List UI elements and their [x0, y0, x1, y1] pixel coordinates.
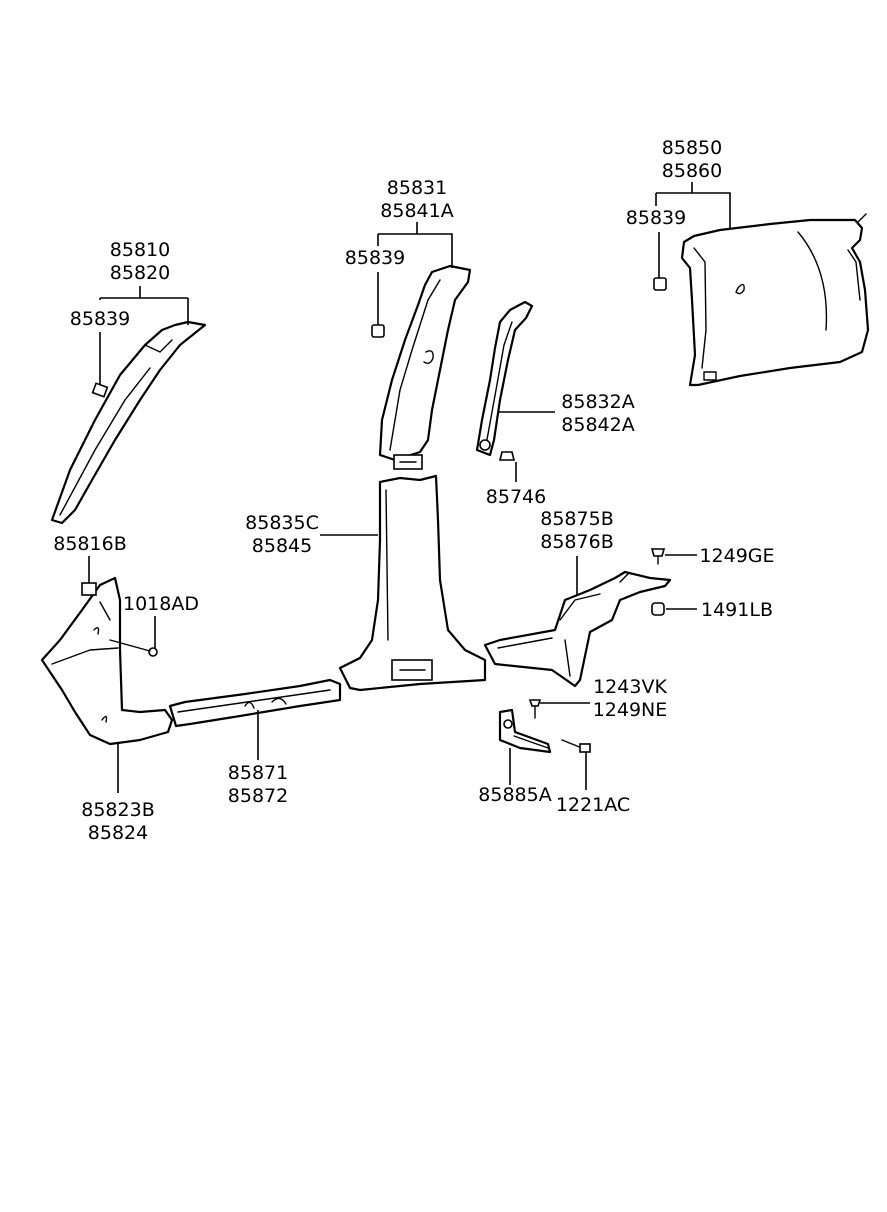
rear-lower-trim — [483, 570, 672, 688]
label-85823b: 85823B — [81, 799, 154, 821]
label-85876b: 85876B — [540, 531, 613, 553]
label-85885a: 85885A — [478, 784, 551, 806]
b-pillar-clip — [371, 324, 385, 338]
quarter-clip — [653, 277, 667, 291]
label-1249ge: 1249GE — [699, 545, 774, 567]
label-1243vk: 1243VK — [593, 676, 667, 698]
b-pillar-upper-trim — [378, 264, 472, 470]
label-85875b: 85875B — [540, 508, 613, 530]
label-85746: 85746 — [486, 486, 546, 508]
label-85835c: 85835C — [245, 512, 319, 534]
b-pillar-lower-trim — [338, 474, 487, 692]
label-85842a: 85842A — [561, 414, 634, 436]
quarter-upper-trim — [680, 213, 870, 387]
guide-screw — [498, 451, 516, 461]
label-1221ac: 1221AC — [556, 794, 630, 816]
label-85839-q: 85839 — [626, 207, 686, 229]
label-85860: 85860 — [662, 160, 722, 182]
kick-screw — [109, 639, 158, 657]
fastener-1491lb — [651, 602, 665, 616]
label-1491lb: 1491LB — [701, 599, 773, 621]
front-kick-panel — [40, 576, 174, 746]
bracket-screw — [528, 699, 542, 719]
label-85845: 85845 — [252, 535, 312, 557]
label-85816b: 85816B — [53, 533, 126, 555]
label-85810: 85810 — [110, 239, 170, 261]
label-1018ad: 1018AD — [123, 593, 199, 615]
scuff-plate — [168, 678, 342, 728]
a-pillar-upper-trim — [50, 320, 207, 525]
fastener-1249ge — [650, 548, 666, 565]
label-85872: 85872 — [228, 785, 288, 807]
label-85820: 85820 — [110, 262, 170, 284]
belt-guide-trim — [475, 300, 534, 457]
label-85832a: 85832A — [561, 391, 634, 413]
label-85841a: 85841A — [380, 200, 453, 222]
label-85871: 85871 — [228, 762, 288, 784]
a-pillar-clip — [91, 382, 109, 398]
leader-lines — [88, 182, 731, 793]
label-85831: 85831 — [387, 177, 447, 199]
bracket-bolt — [561, 739, 591, 753]
label-85839-a: 85839 — [70, 308, 130, 330]
label-85850: 85850 — [662, 137, 722, 159]
label-1249ne: 1249NE — [593, 699, 668, 721]
label-85839-b: 85839 — [345, 247, 405, 269]
bracket — [498, 708, 552, 754]
label-85824: 85824 — [88, 822, 148, 844]
callout-labels: 85810 85820 85839 85831 85841A 85839 858… — [53, 137, 774, 844]
